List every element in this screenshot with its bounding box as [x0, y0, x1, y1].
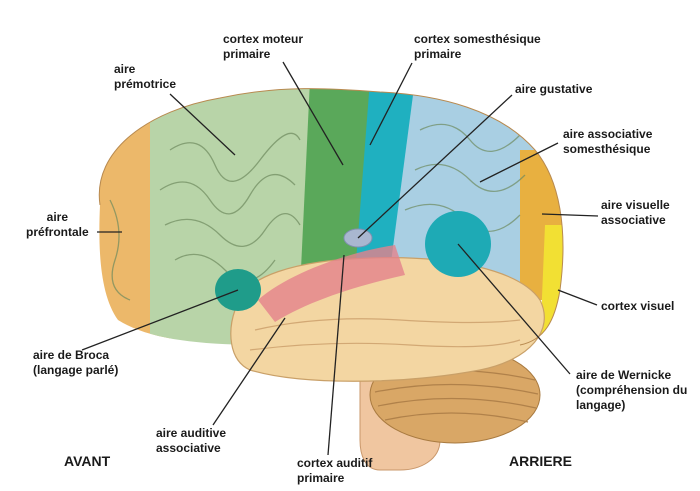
- label-gustatory: aire gustative: [515, 82, 592, 97]
- visual-region: [540, 225, 575, 345]
- leader-visual: [558, 290, 597, 305]
- label-broca: aire de Broca(langage parlé): [33, 348, 118, 378]
- label-visual: cortex visuel: [601, 299, 674, 314]
- label-back: ARRIERE: [509, 453, 572, 469]
- label-front: AVANT: [64, 453, 110, 469]
